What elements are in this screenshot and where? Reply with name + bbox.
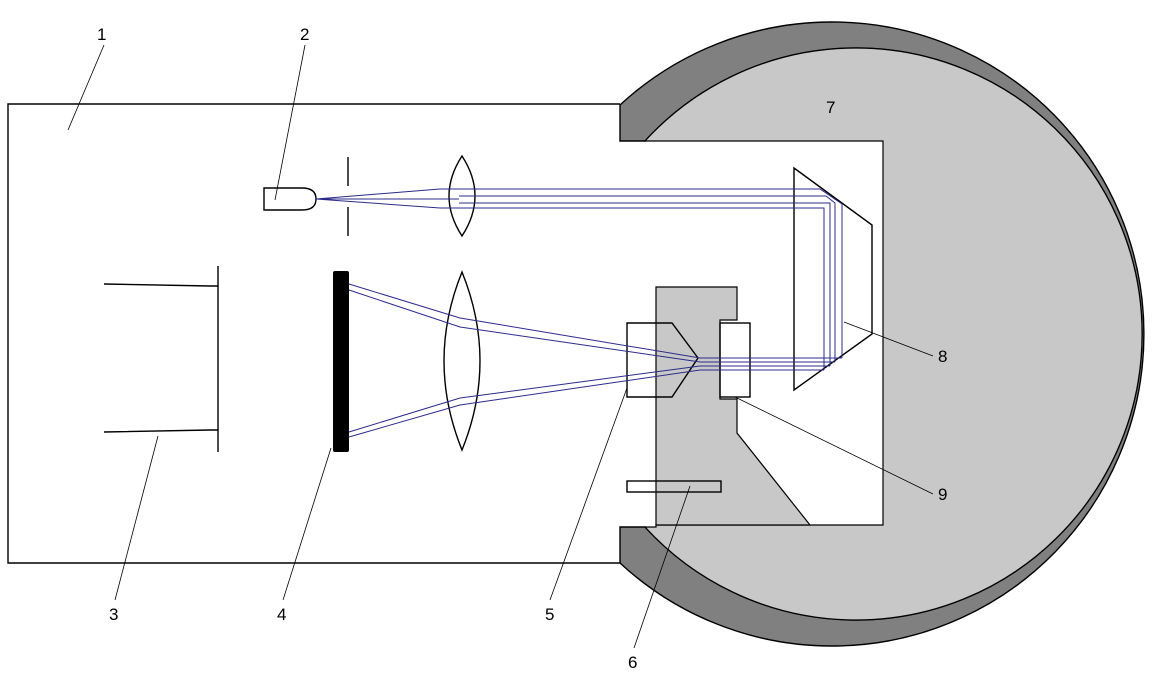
callout-8: 8 xyxy=(938,347,947,366)
leader-2 xyxy=(274,44,306,201)
callout-1: 1 xyxy=(97,25,106,44)
instrument-body-outline xyxy=(7,103,620,564)
large-lens xyxy=(443,270,481,452)
callout-6: 6 xyxy=(628,653,637,672)
callout-3: 3 xyxy=(109,605,118,624)
leader-8 xyxy=(843,321,934,357)
plate xyxy=(626,480,722,493)
screen xyxy=(333,271,349,452)
leader-5 xyxy=(549,387,628,601)
light-rays xyxy=(315,188,843,438)
leader-3 xyxy=(114,435,159,601)
callout-9: 9 xyxy=(938,485,947,504)
leader-4 xyxy=(282,447,332,601)
flared-section xyxy=(103,266,219,452)
trapezoid-prism xyxy=(793,166,873,392)
light-source xyxy=(263,187,317,211)
leader-1 xyxy=(67,44,105,131)
callout-5: 5 xyxy=(545,605,554,624)
callout-4: 4 xyxy=(277,605,286,624)
leader-6 xyxy=(633,485,691,649)
light-housing-interior xyxy=(643,47,1143,621)
central-block xyxy=(655,286,812,526)
callout-7: 7 xyxy=(826,98,835,117)
leader-9 xyxy=(734,396,934,495)
callout-2: 2 xyxy=(300,25,309,44)
rectangular-element xyxy=(719,322,751,398)
leader-lines xyxy=(67,44,934,649)
pentagon-prism xyxy=(626,322,699,398)
small-lens xyxy=(448,154,476,238)
